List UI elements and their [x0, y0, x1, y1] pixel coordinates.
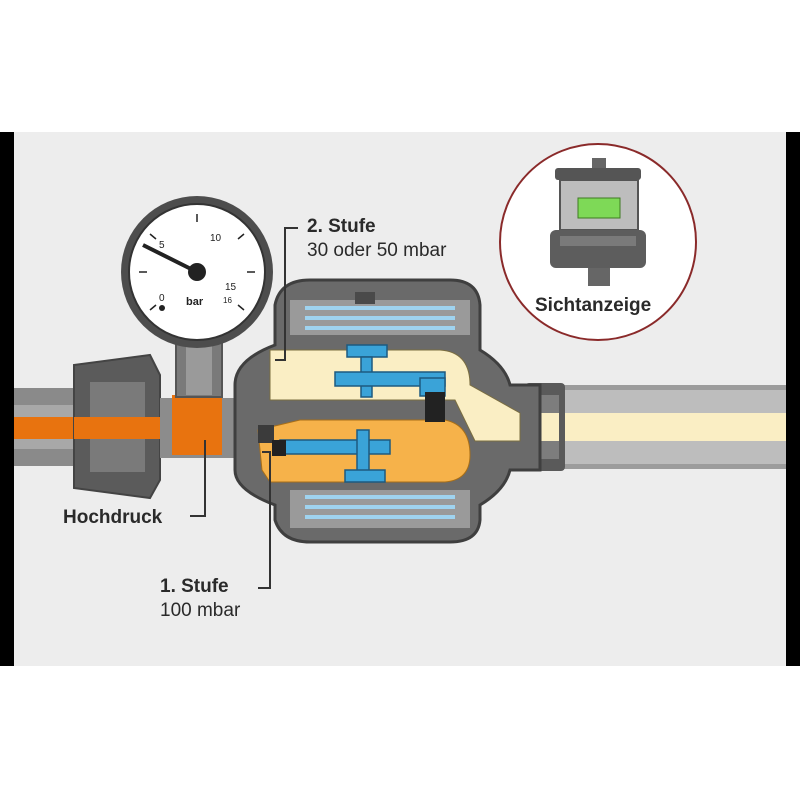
stage1-value: 100 mbar — [160, 600, 241, 621]
upper-spring — [305, 306, 455, 330]
sight-indicator-icon — [550, 158, 646, 286]
stage2-leader — [275, 227, 298, 361]
gauge-tick-5: 5 — [159, 240, 165, 251]
gauge-needle — [142, 243, 198, 274]
lower-spring — [305, 495, 455, 519]
stage1-title: 1. Stufe — [160, 576, 229, 597]
stage2-title: 2. Stufe — [307, 216, 376, 237]
gauge-tick-16: 16 — [223, 296, 232, 305]
stage2-chamber — [269, 349, 521, 442]
gauge-tick-0: 0 — [159, 293, 165, 304]
right-border — [786, 132, 800, 666]
stage2-valve — [334, 344, 446, 398]
gauge-hub — [188, 263, 206, 281]
gauge-tick-10: 10 — [210, 233, 222, 244]
gauge-tick-15: 15 — [225, 282, 237, 293]
high-pressure-leader — [190, 440, 206, 517]
gauge-ticks — [139, 214, 255, 311]
sight-indicator-label: Sichtanzeige — [535, 295, 652, 316]
left-border — [0, 132, 14, 666]
stage2-value: 30 oder 50 mbar — [307, 240, 447, 261]
stage1-valve — [279, 429, 391, 483]
stage1-leader — [258, 451, 271, 589]
gauge-unit: bar — [186, 296, 204, 308]
high-pressure-label: Hochdruck — [63, 507, 163, 528]
